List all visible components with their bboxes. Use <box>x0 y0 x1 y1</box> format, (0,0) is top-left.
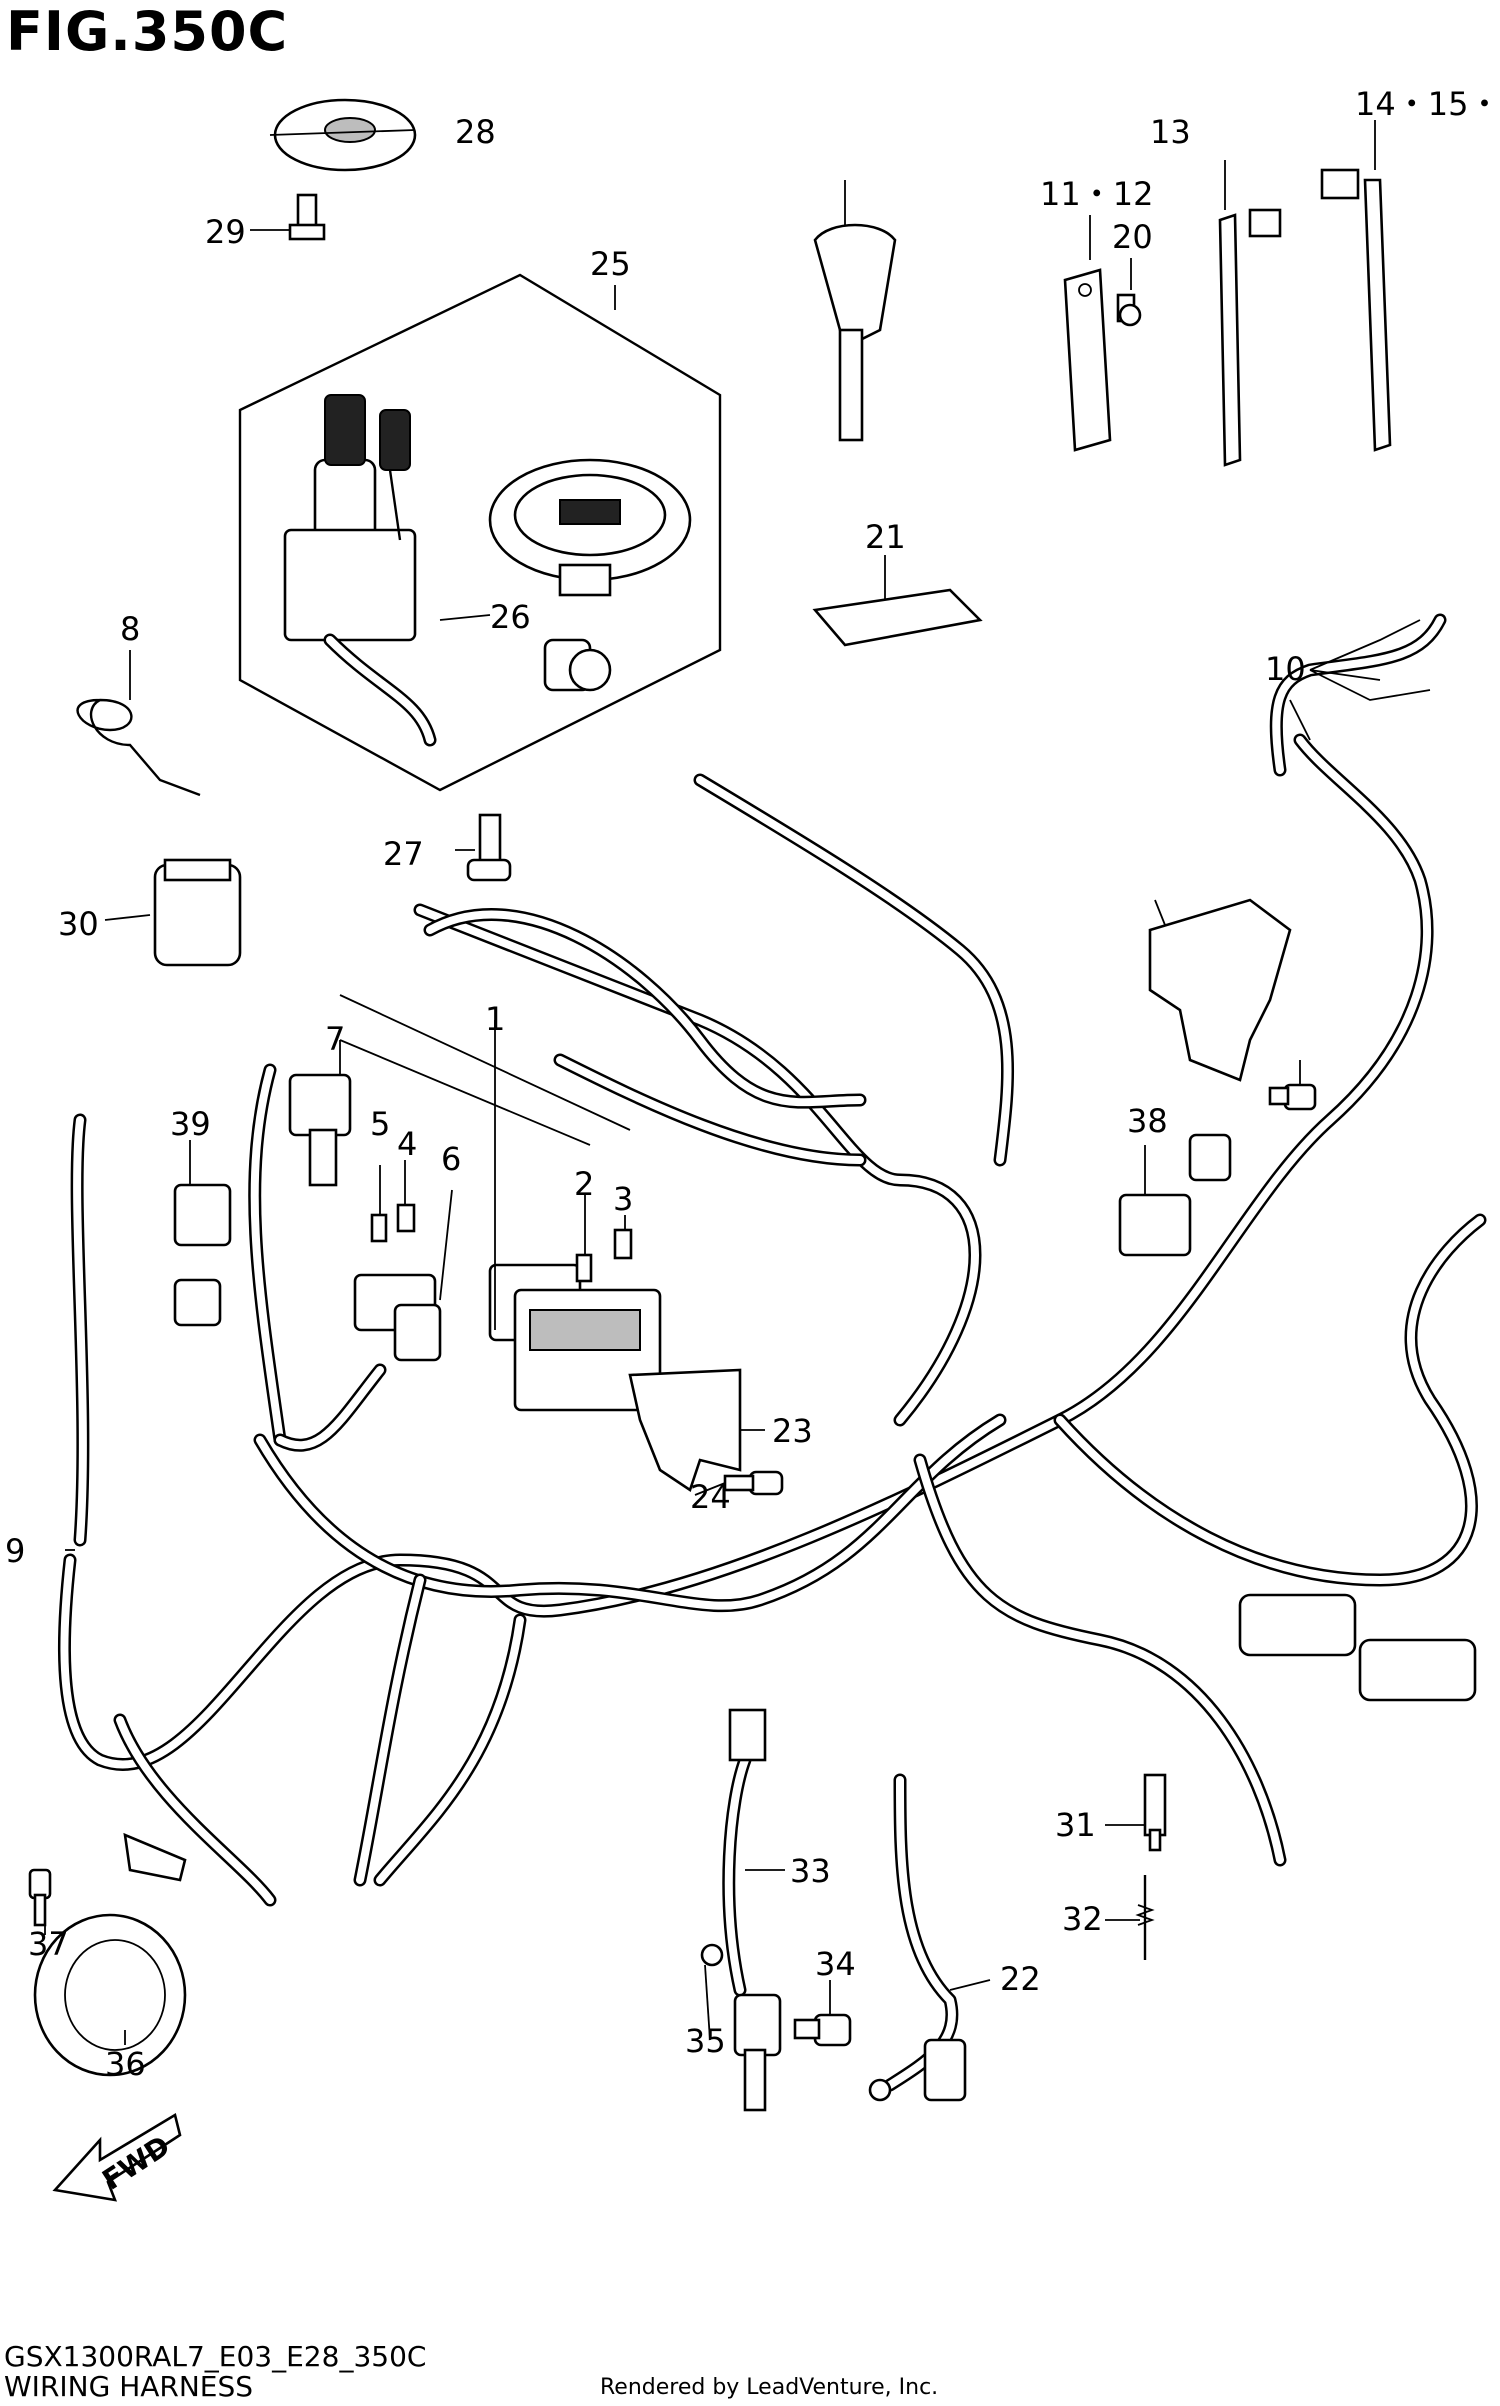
fuel-cap-lock[interactable] <box>488 458 692 597</box>
wire-tie[interactable] <box>1218 208 1282 467</box>
clip-13[interactable] <box>1320 168 1392 452</box>
callout-3: 3 <box>613 1180 633 1218</box>
fuse-box[interactable] <box>488 1263 662 1412</box>
bracket-37[interactable] <box>1148 898 1292 1082</box>
bolt-31[interactable] <box>793 2013 852 2047</box>
callout-23: 26 <box>490 598 531 636</box>
callout-27: 30 <box>58 905 99 943</box>
fuse-2[interactable] <box>575 1253 593 1283</box>
callout-11-12: 11・12 <box>1040 175 1153 213</box>
callout-29: 32 <box>1062 1900 1103 1938</box>
bolt-26[interactable] <box>288 193 326 241</box>
relay-35[interactable] <box>1118 1133 1232 1257</box>
ground-wire[interactable] <box>868 1773 967 2102</box>
callout-20: 23 <box>772 1412 813 1450</box>
screw-17[interactable] <box>1116 293 1142 327</box>
callout-32: 35 <box>685 2022 726 2060</box>
callout-31: 34 <box>815 1945 856 1983</box>
callout-33: 36 <box>105 2045 146 2083</box>
leader-lines <box>44 120 1376 2045</box>
horn[interactable] <box>33 1832 187 2077</box>
callout-2: 2 <box>574 1165 594 1203</box>
rendered-by-credit: Rendered by LeadVenture, Inc. <box>600 2375 939 2400</box>
callout-17: 20 <box>1112 218 1153 256</box>
ecu-connector-a[interactable] <box>1238 1593 1357 1657</box>
callout-22: 25 <box>590 245 631 283</box>
callout-26: 29 <box>205 213 246 251</box>
callout-25: 28 <box>455 113 496 151</box>
callout-5: 5 <box>370 1105 390 1143</box>
figure-title: FIG.350C <box>6 0 289 63</box>
callout-18: 21 <box>865 518 906 556</box>
callout-4: 4 <box>397 1125 417 1163</box>
label-plate[interactable] <box>812 588 983 647</box>
figure-subtitle: WIRING HARNESS <box>4 2370 254 2403</box>
bracket-20[interactable] <box>628 1368 742 1493</box>
callout-28: 31 <box>1055 1806 1096 1844</box>
callout-24: 27 <box>383 835 424 873</box>
forward-arrow: FWD <box>52 2112 182 2202</box>
callout-6: 6 <box>441 1140 461 1178</box>
screw-21[interactable] <box>723 1470 784 1496</box>
relay-36[interactable] <box>173 1183 232 1327</box>
callout-9: 9 <box>5 1532 25 1570</box>
ecu-connector-b[interactable] <box>1358 1638 1477 1702</box>
callout-7: 7 <box>325 1020 345 1058</box>
callout-35: 38 <box>1127 1102 1168 1140</box>
bolt-38[interactable] <box>1268 1083 1317 1111</box>
side-stand-switch[interactable] <box>700 1943 782 2112</box>
model-code: GSX1300RAL7_E03_E28_350C <box>4 2340 427 2373</box>
fuse-5[interactable] <box>370 1213 388 1243</box>
rubber-boot[interactable] <box>153 858 242 967</box>
callout-14-15-16: 13 <box>1150 113 1191 151</box>
sub-wiring-harness[interactable] <box>1269 613 1447 777</box>
ignition-switch[interactable] <box>283 394 437 747</box>
pin-29[interactable] <box>1135 1875 1155 1960</box>
callout-34: 37 <box>28 1925 69 1963</box>
bolt-24[interactable] <box>466 813 512 882</box>
callout-36: 39 <box>170 1105 211 1143</box>
fuse-puller[interactable] <box>288 1073 352 1187</box>
bolt-34[interactable] <box>28 1868 52 1927</box>
fuse-holder-6[interactable] <box>353 1273 442 1362</box>
callout-8: 8 <box>120 610 140 648</box>
callout-19: 22 <box>1000 1960 1041 1998</box>
clamp-11-12[interactable] <box>1063 268 1112 452</box>
callout-21: 24 <box>690 1478 731 1516</box>
ignition-kit-box <box>238 273 722 792</box>
fuse-4[interactable] <box>396 1203 416 1233</box>
callout-1: 1 <box>485 1000 505 1038</box>
seat-lock[interactable] <box>543 638 612 692</box>
sensor-branch-harness[interactable] <box>423 773 1015 1167</box>
switch-harness[interactable] <box>722 1708 767 1997</box>
callout-30: 33 <box>790 1852 831 1890</box>
key-blank[interactable] <box>813 223 897 442</box>
spring-clip[interactable] <box>76 698 201 797</box>
spark-plug[interactable] <box>1143 1773 1167 1852</box>
callout-13: 14・15・16 <box>1355 85 1500 123</box>
callout-10: 10 <box>1265 650 1306 688</box>
fuse-3[interactable] <box>613 1228 633 1260</box>
main-wiring-harness[interactable] <box>57 733 1487 1907</box>
